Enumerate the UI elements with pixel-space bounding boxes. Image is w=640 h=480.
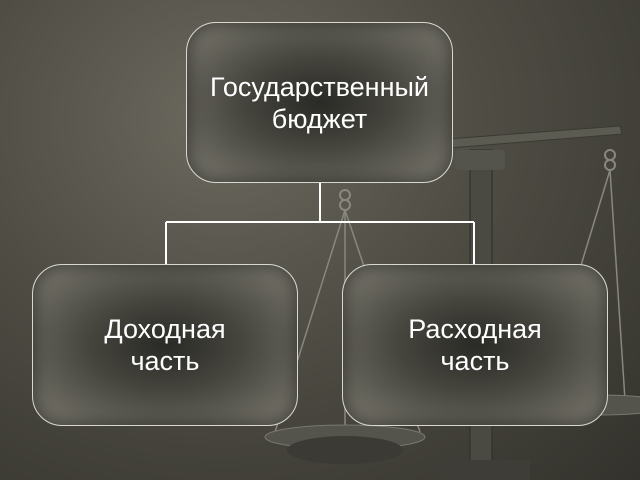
income-part-node: Доходная часть <box>32 264 298 426</box>
state-budget-label: Государственный бюджет <box>210 71 429 134</box>
expense-part-node: Расходная часть <box>342 264 608 426</box>
expense-part-label: Расходная часть <box>408 314 542 376</box>
state-budget-node: Государственный бюджет <box>186 22 453 183</box>
income-part-label: Доходная часть <box>104 314 226 376</box>
